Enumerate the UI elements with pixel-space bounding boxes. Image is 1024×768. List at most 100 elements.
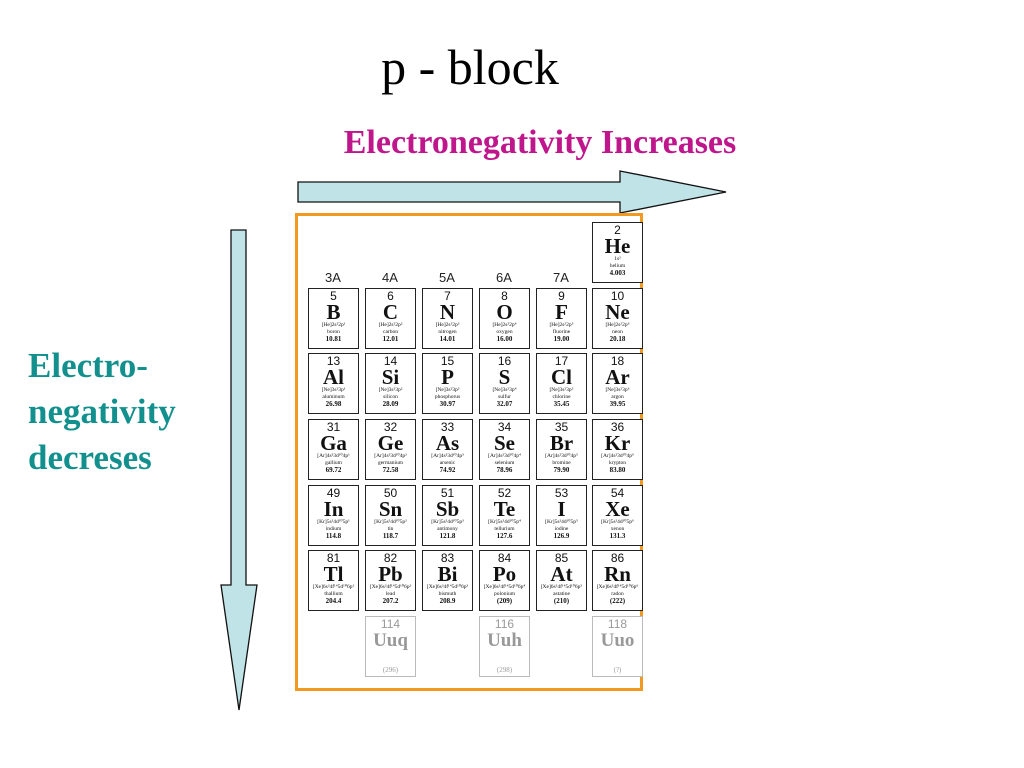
element-name: gallium	[325, 460, 342, 466]
element-name: oxygen	[496, 329, 513, 335]
electron-configuration: [Kr]5s²4d¹⁰5p³	[431, 519, 464, 525]
atomic-number: 116	[494, 617, 515, 631]
atomic-number: 118	[607, 617, 628, 631]
atomic-mass: 12.01	[382, 335, 399, 343]
element-symbol: At	[550, 562, 573, 586]
atomic-number: 10	[610, 289, 625, 303]
element-symbol: N	[439, 300, 456, 324]
electron-configuration: [Kr]5s²4d¹⁰5p⁴	[488, 519, 521, 525]
element-name: iodine	[554, 526, 569, 532]
atomic-number: 81	[326, 551, 341, 565]
element-symbol: Br	[549, 431, 574, 455]
atomic-number: 15	[440, 354, 455, 368]
atomic-mass: 207.2	[382, 597, 399, 605]
element-name: helium	[609, 263, 626, 269]
atomic-number: 31	[326, 420, 341, 434]
arrow-down-icon	[220, 229, 258, 711]
electron-configuration: [Ar]4s²3d¹⁰4p³	[431, 453, 464, 459]
element-name: aluminum	[322, 394, 345, 400]
element-symbol: B	[326, 300, 341, 324]
element-name: boron	[327, 329, 340, 335]
atomic-mass: (209)	[496, 597, 513, 605]
element-name: phosphorus	[434, 394, 461, 400]
element-symbol: Uuo	[600, 630, 635, 651]
electron-configuration: [Ar]4s²3d¹⁰4p⁶	[601, 453, 634, 459]
group-header: 7A	[553, 270, 569, 285]
element-name: thallium	[324, 591, 343, 597]
atomic-mass: 20.18	[609, 335, 626, 343]
element-name: neon	[612, 329, 623, 335]
element-symbol: P	[441, 365, 454, 389]
atomic-mass: 16.00	[496, 335, 513, 343]
electron-configuration: [Xe]6s²4f¹⁴5d¹⁰6p²	[369, 584, 412, 590]
atomic-mass: (?)	[613, 666, 622, 674]
atomic-mass: 28.09	[382, 400, 399, 408]
trend-vertical-label-line-2: negativity	[28, 392, 176, 431]
element-symbol: In	[323, 497, 344, 521]
electron-configuration: [Ne]3s²3p³	[435, 387, 460, 393]
element-name: selenium	[494, 460, 515, 466]
atomic-mass: 131.3	[609, 532, 626, 540]
atomic-number: 35	[554, 420, 569, 434]
atomic-mass: 39.95	[609, 400, 626, 408]
element-name: xenon	[610, 526, 625, 532]
atomic-number: 85	[554, 551, 569, 565]
element-symbol: Bi	[437, 562, 458, 586]
element-symbol: Cl	[551, 365, 572, 389]
atomic-number: 8	[501, 289, 508, 303]
element-symbol: Tl	[323, 562, 344, 586]
electron-configuration: [He]2s²2p³	[435, 322, 460, 328]
element-symbol: C	[382, 300, 399, 324]
atomic-number: 6	[387, 289, 394, 303]
electron-configuration: [He]2s²2p⁶	[605, 322, 630, 328]
element-name: nitrogen	[438, 329, 457, 335]
atomic-number: 5	[330, 289, 337, 303]
atomic-mass: 74.92	[439, 466, 456, 474]
element-symbol: F	[555, 300, 568, 324]
atomic-mass: 32.07	[496, 400, 513, 408]
element-symbol: Kr	[604, 431, 631, 455]
electron-configuration: [Xe]6s²4f¹⁴5d¹⁰6p⁶	[596, 584, 639, 590]
electron-configuration: [Xe]6s²4f¹⁴5d¹⁰6p¹	[312, 584, 355, 590]
atomic-mass: 4.003	[609, 269, 626, 277]
atomic-number: 7	[444, 289, 451, 303]
element-symbol: Rn	[604, 562, 631, 586]
atomic-mass: (222)	[609, 597, 626, 605]
electron-configuration: 1s²	[614, 256, 621, 262]
electron-configuration: [He]2s²2p⁵	[549, 322, 574, 328]
element-symbol: S	[498, 365, 511, 389]
atomic-number: 51	[440, 486, 455, 500]
atomic-number: 34	[497, 420, 512, 434]
atomic-number: 53	[554, 486, 569, 500]
electron-configuration: [Kr]5s²4d¹⁰5p⁵	[545, 519, 578, 525]
atomic-mass: 118.7	[382, 532, 399, 540]
trend-horizontal-label: Electronegativity Increases	[343, 124, 737, 161]
electron-configuration: [Xe]6s²4f¹⁴5d¹⁰6p⁴	[483, 584, 526, 590]
atomic-mass: 72.58	[382, 466, 399, 474]
element-symbol: As	[435, 431, 460, 455]
atomic-mass: 79.90	[553, 466, 570, 474]
atomic-mass: (296)	[382, 666, 399, 674]
atomic-mass: (210)	[553, 597, 570, 605]
